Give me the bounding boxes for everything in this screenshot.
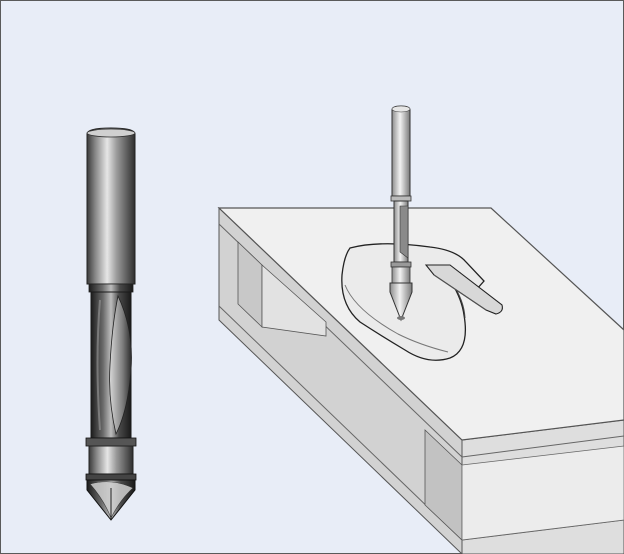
router-bit-shank: [86, 127, 136, 285]
pattern-template: [341, 243, 503, 361]
board-side-opening-inner: [261, 264, 327, 337]
workpiece-board: [217, 206, 624, 554]
router-bit-illustration: [85, 127, 137, 521]
router-bit-bearing-collar: [85, 437, 137, 447]
slot-groove: [424, 264, 503, 315]
small-bit-shank: [391, 105, 411, 197]
small-bit-tip: [389, 282, 413, 322]
router-bit-in-use: [389, 105, 413, 322]
router-bit-flute: [109, 294, 132, 436]
router-bit-shank-top: [86, 128, 136, 138]
router-bit-collar: [88, 283, 134, 293]
